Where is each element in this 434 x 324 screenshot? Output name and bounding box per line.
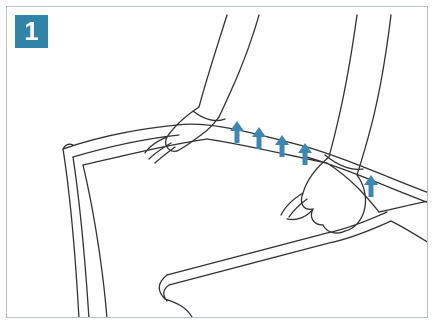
instruction-panel: 1 (6, 6, 428, 318)
box-frame (63, 124, 428, 318)
left-hand-icon (145, 15, 259, 163)
right-hand-icon (281, 15, 391, 233)
step-number-badge: 1 (15, 15, 48, 48)
assembly-illustration (7, 7, 428, 318)
